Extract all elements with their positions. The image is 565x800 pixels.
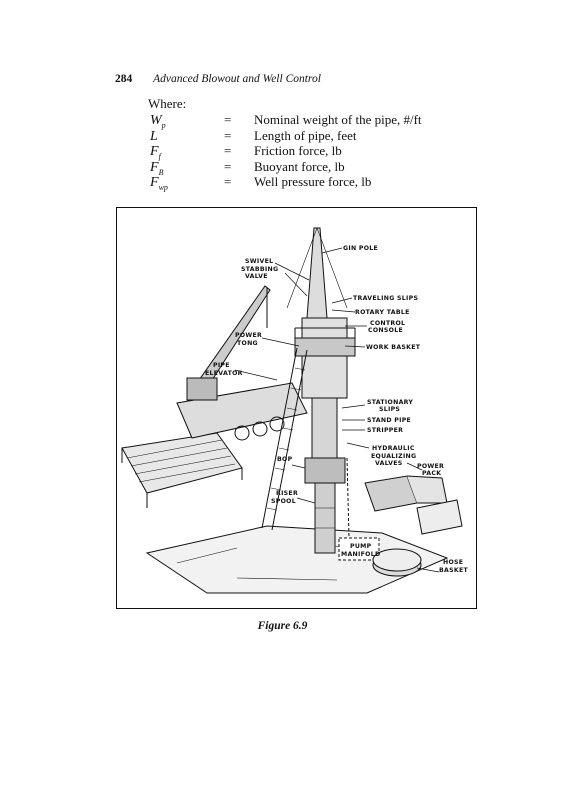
equals-sign: = — [224, 143, 232, 158]
label-stand-pipe: STAND PIPE — [367, 417, 411, 424]
running-title: Advanced Blowout and Well Control — [153, 73, 321, 85]
definition-row: Ff = Friction force, lb — [150, 143, 422, 161]
label-swivel: SWIVEL — [245, 258, 273, 265]
definition-description: Buoyant force, lb — [254, 158, 345, 174]
label-traveling-slips: TRAVELING SLIPS — [353, 295, 418, 302]
label-riser-spool-2: SPOOL — [271, 498, 296, 505]
gin-pole — [306, 227, 328, 319]
label-bop: BOP — [277, 456, 293, 463]
label-gin-pole: GIN POLE — [343, 245, 378, 252]
label-rotary-table: ROTARY TABLE — [355, 309, 410, 316]
figure-labels: GIN POLE SWIVEL STABBING VALVE TRAVELING… — [205, 245, 468, 574]
stand-pipe-stack — [311, 397, 338, 459]
label-stationary-slips-2: SLIPS — [379, 406, 400, 413]
label-riser-spool-1: RISER — [276, 490, 298, 497]
crane-base — [186, 377, 218, 401]
trailer-wheel — [252, 421, 268, 437]
label-hydraulic-2: EQUALIZING — [371, 453, 416, 460]
definition-symbol: Fwp — [150, 175, 168, 192]
label-hose-basket-1: HOSE — [443, 559, 463, 566]
equals-sign: = — [224, 174, 232, 189]
bop — [304, 457, 346, 484]
label-control-console-1: CONTROL — [370, 320, 405, 327]
page-number: 284 — [115, 73, 133, 85]
label-stabbing-valve-2: VALVE — [245, 273, 268, 280]
definition-description: Length of pipe, feet — [254, 127, 357, 143]
label-power-tong-1: POWER — [235, 332, 262, 339]
equals-sign: = — [224, 112, 232, 127]
tool-crate — [416, 499, 463, 535]
label-pump-manifold-2: MANIFOLD — [341, 551, 380, 558]
label-pump-manifold-1: PUMP — [350, 543, 372, 550]
pump-manifold-box — [338, 537, 380, 561]
rig-frame — [301, 317, 348, 399]
label-power-pack-1: POWER — [417, 463, 444, 470]
ladder — [261, 347, 308, 531]
definition-description: Nominal weight of the pipe, #/ft — [254, 112, 422, 127]
label-control-console-2: CONSOLE — [368, 327, 403, 334]
label-hose-basket-2: BASKET — [439, 567, 468, 574]
definition-row: Wp = Nominal weight of the pipe, #/ft — [150, 112, 422, 130]
running-header: 284 Advanced Blowout and Well Control — [115, 73, 321, 85]
pipe-rack — [121, 432, 243, 494]
where-label: Where: — [148, 96, 187, 111]
definition-description: Friction force, lb — [254, 143, 342, 158]
equals-sign: = — [224, 158, 232, 174]
trailer-wheel — [234, 425, 250, 441]
label-hydraulic-3: VALVES — [375, 460, 403, 467]
label-pipe-elevator-1: PIPE — [213, 362, 230, 369]
definition-row: FB = Buoyant force, lb — [150, 158, 422, 177]
label-work-basket: WORK BASKET — [366, 344, 421, 351]
trailer — [176, 382, 308, 439]
figure-caption: Figure 6.9 — [257, 620, 308, 632]
definition-row: L = Length of pipe, feet — [150, 128, 422, 144]
definition-row: Fwp = Well pressure force, lb — [150, 174, 422, 192]
definition-symbol: Wp — [150, 113, 166, 130]
label-power-tong-2: TONG — [237, 340, 258, 347]
definition-symbol: FB — [150, 159, 164, 177]
riser-spool — [314, 482, 336, 554]
definition-symbol: Ff — [150, 144, 161, 161]
definition-symbol: L — [150, 128, 158, 144]
variable-definitions: Wp = Nominal weight of the pipe, #/ft L … — [150, 112, 422, 192]
snubbing-unit-illustration: GIN POLE SWIVEL STABBING VALVE TRAVELING… — [121, 227, 468, 594]
label-hydraulic-1: HYDRAULIC — [372, 445, 415, 452]
label-stabbing-valve-1: STABBING — [241, 266, 278, 273]
trailer-wheel — [269, 416, 285, 432]
equals-sign: = — [224, 127, 232, 143]
definition-description: Well pressure force, lb — [254, 174, 372, 189]
work-basket — [294, 337, 356, 357]
label-pipe-elevator-2: ELEVATOR — [205, 370, 243, 377]
label-stationary-slips-1: STATIONARY — [367, 399, 413, 406]
label-power-pack-2: PACK — [422, 470, 441, 477]
label-stripper: STRIPPER — [367, 427, 403, 434]
figure-frame: GIN POLE SWIVEL STABBING VALVE TRAVELING… — [116, 207, 477, 609]
